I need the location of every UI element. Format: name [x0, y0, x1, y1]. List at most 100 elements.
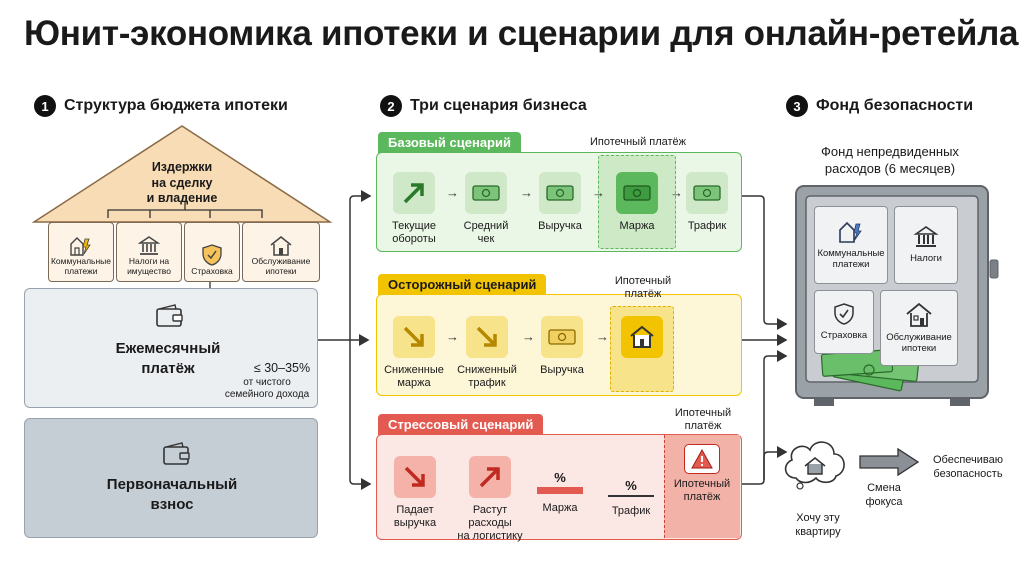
wallet-icon — [156, 304, 183, 327]
arrow-down-right-icon — [476, 326, 497, 347]
safe-cell-taxes-label: Налоги — [910, 253, 942, 265]
cost-utilities-label: Коммунальные платежи — [50, 256, 112, 277]
shield-icon — [834, 303, 854, 326]
traffic-bar — [608, 495, 654, 497]
section-1-heading: 1 Структура бюджета ипотеки — [34, 95, 288, 117]
cautious-step-revenue: Выручка — [532, 316, 592, 377]
base-step-avg-check-label: Средний чек — [463, 220, 509, 246]
base-step-traffic: Трафик — [680, 172, 734, 233]
safe-cell-mortgage-service: Обслуживание ипотеки — [880, 290, 958, 366]
fund-title: Фонд непредвиденных расходов (6 месяцев) — [821, 144, 959, 176]
house-icon — [906, 302, 932, 327]
down-payment-box: Первоначальный взнос — [24, 418, 318, 538]
base-step-turnover-label: Текущие обороты — [392, 220, 436, 246]
utilities-icon — [839, 221, 862, 243]
section-2-title: Три сценария бизнеса — [410, 97, 587, 114]
section-3-heading: 3 Фонд безопасности — [786, 95, 973, 117]
page-title: Юнит-экономика ипотеки и сценарии для он… — [24, 14, 1019, 53]
roof-label: Издержки на сделку и владение — [146, 160, 218, 206]
cautious-mortgage-label: Ипотечный платёж — [614, 275, 672, 301]
money-icon — [548, 329, 576, 345]
base-step-revenue-label: Выручка — [538, 220, 582, 232]
percent-icon: % — [554, 470, 566, 485]
section-3-number: 3 — [786, 95, 808, 117]
base-step-traffic-label: Трафик — [687, 220, 727, 232]
cautious-step-traffic: Сниженный трафик — [456, 316, 518, 390]
stress-scenario-tag: Стрессовый сценарий — [378, 414, 544, 435]
section-3-title: Фонд безопасности — [816, 97, 974, 114]
utilities-icon — [70, 237, 91, 257]
base-step-margin: Маржа — [607, 172, 667, 233]
safe-cell-mortgage-service-label: Обслуживание ипотеки — [886, 331, 952, 354]
stress-step-logistics-label: Растут расходы на логистику — [457, 504, 523, 543]
house-icon — [270, 236, 292, 257]
money-icon — [472, 185, 500, 201]
warning-tile — [684, 444, 720, 474]
secure-label: Обеспечиваю безопасность — [932, 454, 1004, 480]
money-icon — [623, 185, 651, 201]
wallet-icon — [163, 442, 190, 465]
shield-icon — [202, 244, 222, 266]
safe-cell-utilities: Коммунальные платежи — [814, 206, 888, 284]
arrow-up-right-icon — [479, 467, 500, 488]
thought-cloud-icon — [784, 441, 845, 490]
ratio-note: от чистого семейного дохода — [224, 377, 310, 400]
safe-cell-insurance: Страховка — [814, 290, 874, 354]
cost-property-tax-label: Налоги на имущество — [127, 256, 171, 277]
cautious-step-margin: Сниженные маржа — [384, 316, 444, 390]
cost-insurance-label: Страховка — [191, 266, 233, 277]
house-icon — [630, 325, 654, 348]
bank-icon — [913, 226, 939, 248]
house-roof — [31, 125, 333, 223]
cost-mortgage-service: Обслуживание ипотеки — [242, 222, 320, 282]
warning-icon — [691, 448, 713, 469]
down-payment-label: Первоначальный взнос — [106, 476, 238, 513]
cost-property-tax: Налоги на имущество — [116, 222, 182, 282]
cautious-step-margin-label: Сниженные маржа — [384, 364, 444, 390]
section-2-number: 2 — [380, 95, 402, 117]
cautious-step-traffic-label: Сниженный трафик — [457, 364, 517, 390]
cautious-scenario-tag: Осторожный сценарий — [378, 274, 547, 295]
cash-stack-icon — [820, 349, 920, 392]
safe-cell-taxes: Налоги — [894, 206, 958, 284]
safe-cell-insurance-label: Страховка — [820, 330, 868, 342]
stress-step-margin-label: Маржа — [542, 502, 578, 514]
stress-step-margin: % Маржа — [534, 470, 586, 515]
cautious-house-tile — [621, 316, 663, 358]
base-mortgage-label: Ипотечный платёж — [589, 136, 687, 148]
cost-insurance: Страховка — [184, 222, 240, 282]
bank-icon — [137, 236, 161, 256]
stress-step-traffic: % Трафик — [604, 478, 658, 518]
arrow-up-right-icon — [403, 183, 424, 204]
arrow-right-icon — [859, 447, 920, 477]
section-1-number: 1 — [34, 95, 56, 117]
stress-mortgage-label-top: Ипотечный платёж — [674, 407, 732, 433]
percent-icon: % — [625, 478, 637, 493]
money-icon — [546, 185, 574, 201]
stress-mortgage-label: Ипотечный платёж — [673, 478, 731, 504]
stress-step-revenue-label: Падает выручка — [393, 504, 437, 530]
dream-label: Хочу эту квартиру — [795, 512, 841, 538]
cost-utilities: Коммунальные платежи — [48, 222, 114, 282]
base-step-margin-label: Маржа — [619, 220, 655, 232]
cautious-step-revenue-label: Выручка — [540, 364, 584, 376]
money-icon — [693, 185, 721, 201]
stress-step-traffic-label: Трафик — [611, 505, 651, 517]
base-step-turnover: Текущие обороты — [384, 172, 444, 246]
arrow-down-right-icon — [403, 326, 424, 347]
stress-step-logistics: Растут расходы на логистику — [452, 456, 528, 544]
monthly-payment-label: Ежемесячный платёж — [115, 340, 221, 377]
arrow-down-right-icon — [404, 466, 425, 487]
section-2-heading: 2 Три сценария бизнеса — [380, 95, 587, 117]
safe-cell-utilities-label: Коммунальные платежи — [817, 247, 885, 270]
base-step-avg-check: Средний чек — [456, 172, 516, 246]
shift-label: Смена фокуса — [865, 482, 903, 508]
margin-bar — [537, 487, 583, 494]
section-1-title: Структура бюджета ипотеки — [64, 97, 288, 114]
ratio-value: ≤ 30–35% — [253, 361, 311, 375]
monthly-payment-box: Ежемесячный платёж ≤ 30–35% от чистого с… — [24, 288, 318, 408]
stress-step-revenue: Падает выручка — [384, 456, 446, 530]
base-step-revenue: Выручка — [530, 172, 590, 233]
cost-mortgage-service-label: Обслуживание ипотеки — [251, 256, 311, 277]
